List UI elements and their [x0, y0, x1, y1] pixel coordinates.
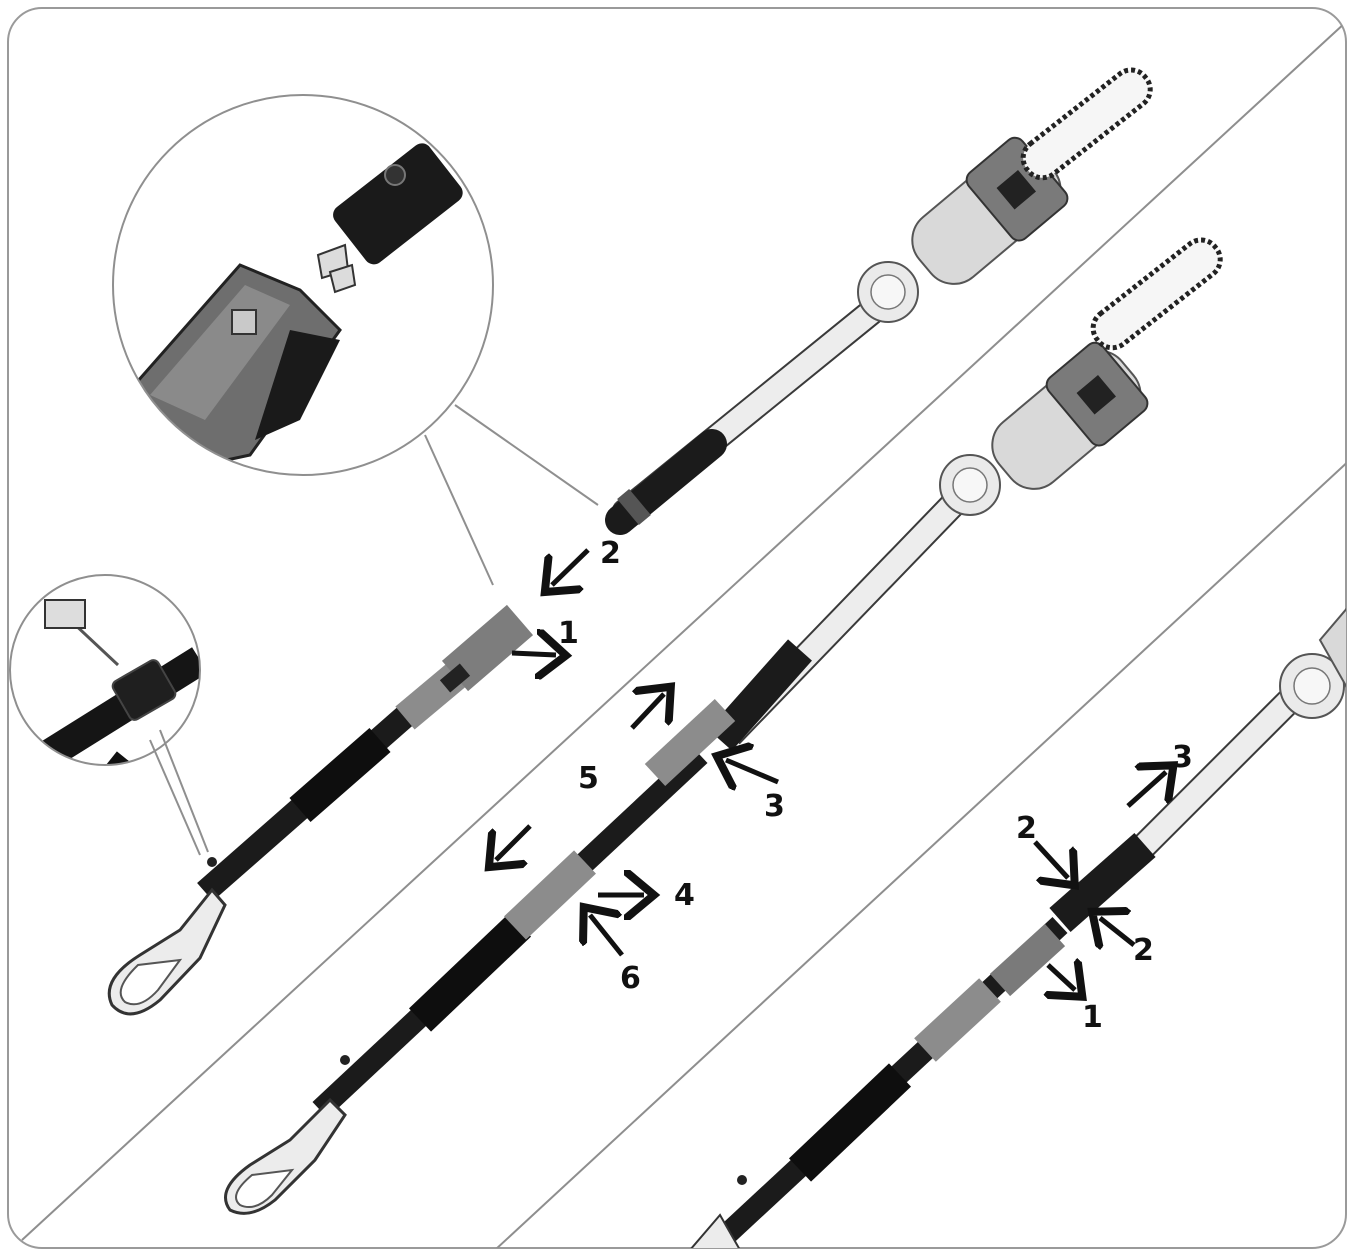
label-step-2b-p3: 2 [1133, 933, 1154, 968]
arrow-step-2b-p3 [1100, 918, 1136, 945]
arrow-step-3-p3 [1126, 772, 1166, 808]
label-step-2a-p3: 2 [1016, 811, 1037, 846]
panel-divider-1 [21, 21, 1346, 1241]
label-step-1-p3: 1 [1082, 1000, 1103, 1035]
arrow-step-1-p3 [1048, 965, 1075, 990]
label-step-1: 1 [558, 616, 579, 651]
arrow-step-2 [552, 548, 590, 585]
label-step-3: 3 [764, 789, 785, 824]
chainsaw-head-upper [605, 67, 1153, 535]
pole-assembled [224, 699, 736, 1215]
arrow-step-2a-p3 [1033, 840, 1068, 878]
label-step-2: 2 [600, 536, 621, 571]
label-step-5: 5 [578, 761, 599, 796]
label-step-3-p3: 3 [1172, 740, 1193, 775]
arrow-step-5-down [496, 824, 532, 860]
chainsaw-head-assembled [708, 237, 1223, 751]
battery-handle-pole [107, 604, 534, 1016]
label-step-6: 6 [620, 961, 641, 996]
label-step-4: 4 [674, 878, 695, 913]
shoulder-strap-hook-detail [9, 574, 209, 856]
panel-3: 3 2 2 1 [687, 597, 1346, 1248]
arrow-step-3 [726, 760, 779, 782]
panel-2: 5 3 4 6 [224, 237, 1223, 1215]
pole-extension-detail [687, 597, 1346, 1248]
arrow-step-6 [590, 915, 624, 957]
arrow-step-1 [511, 653, 556, 655]
arrow-step-5-up [630, 694, 664, 730]
panel-divider-2 [494, 457, 1346, 1248]
